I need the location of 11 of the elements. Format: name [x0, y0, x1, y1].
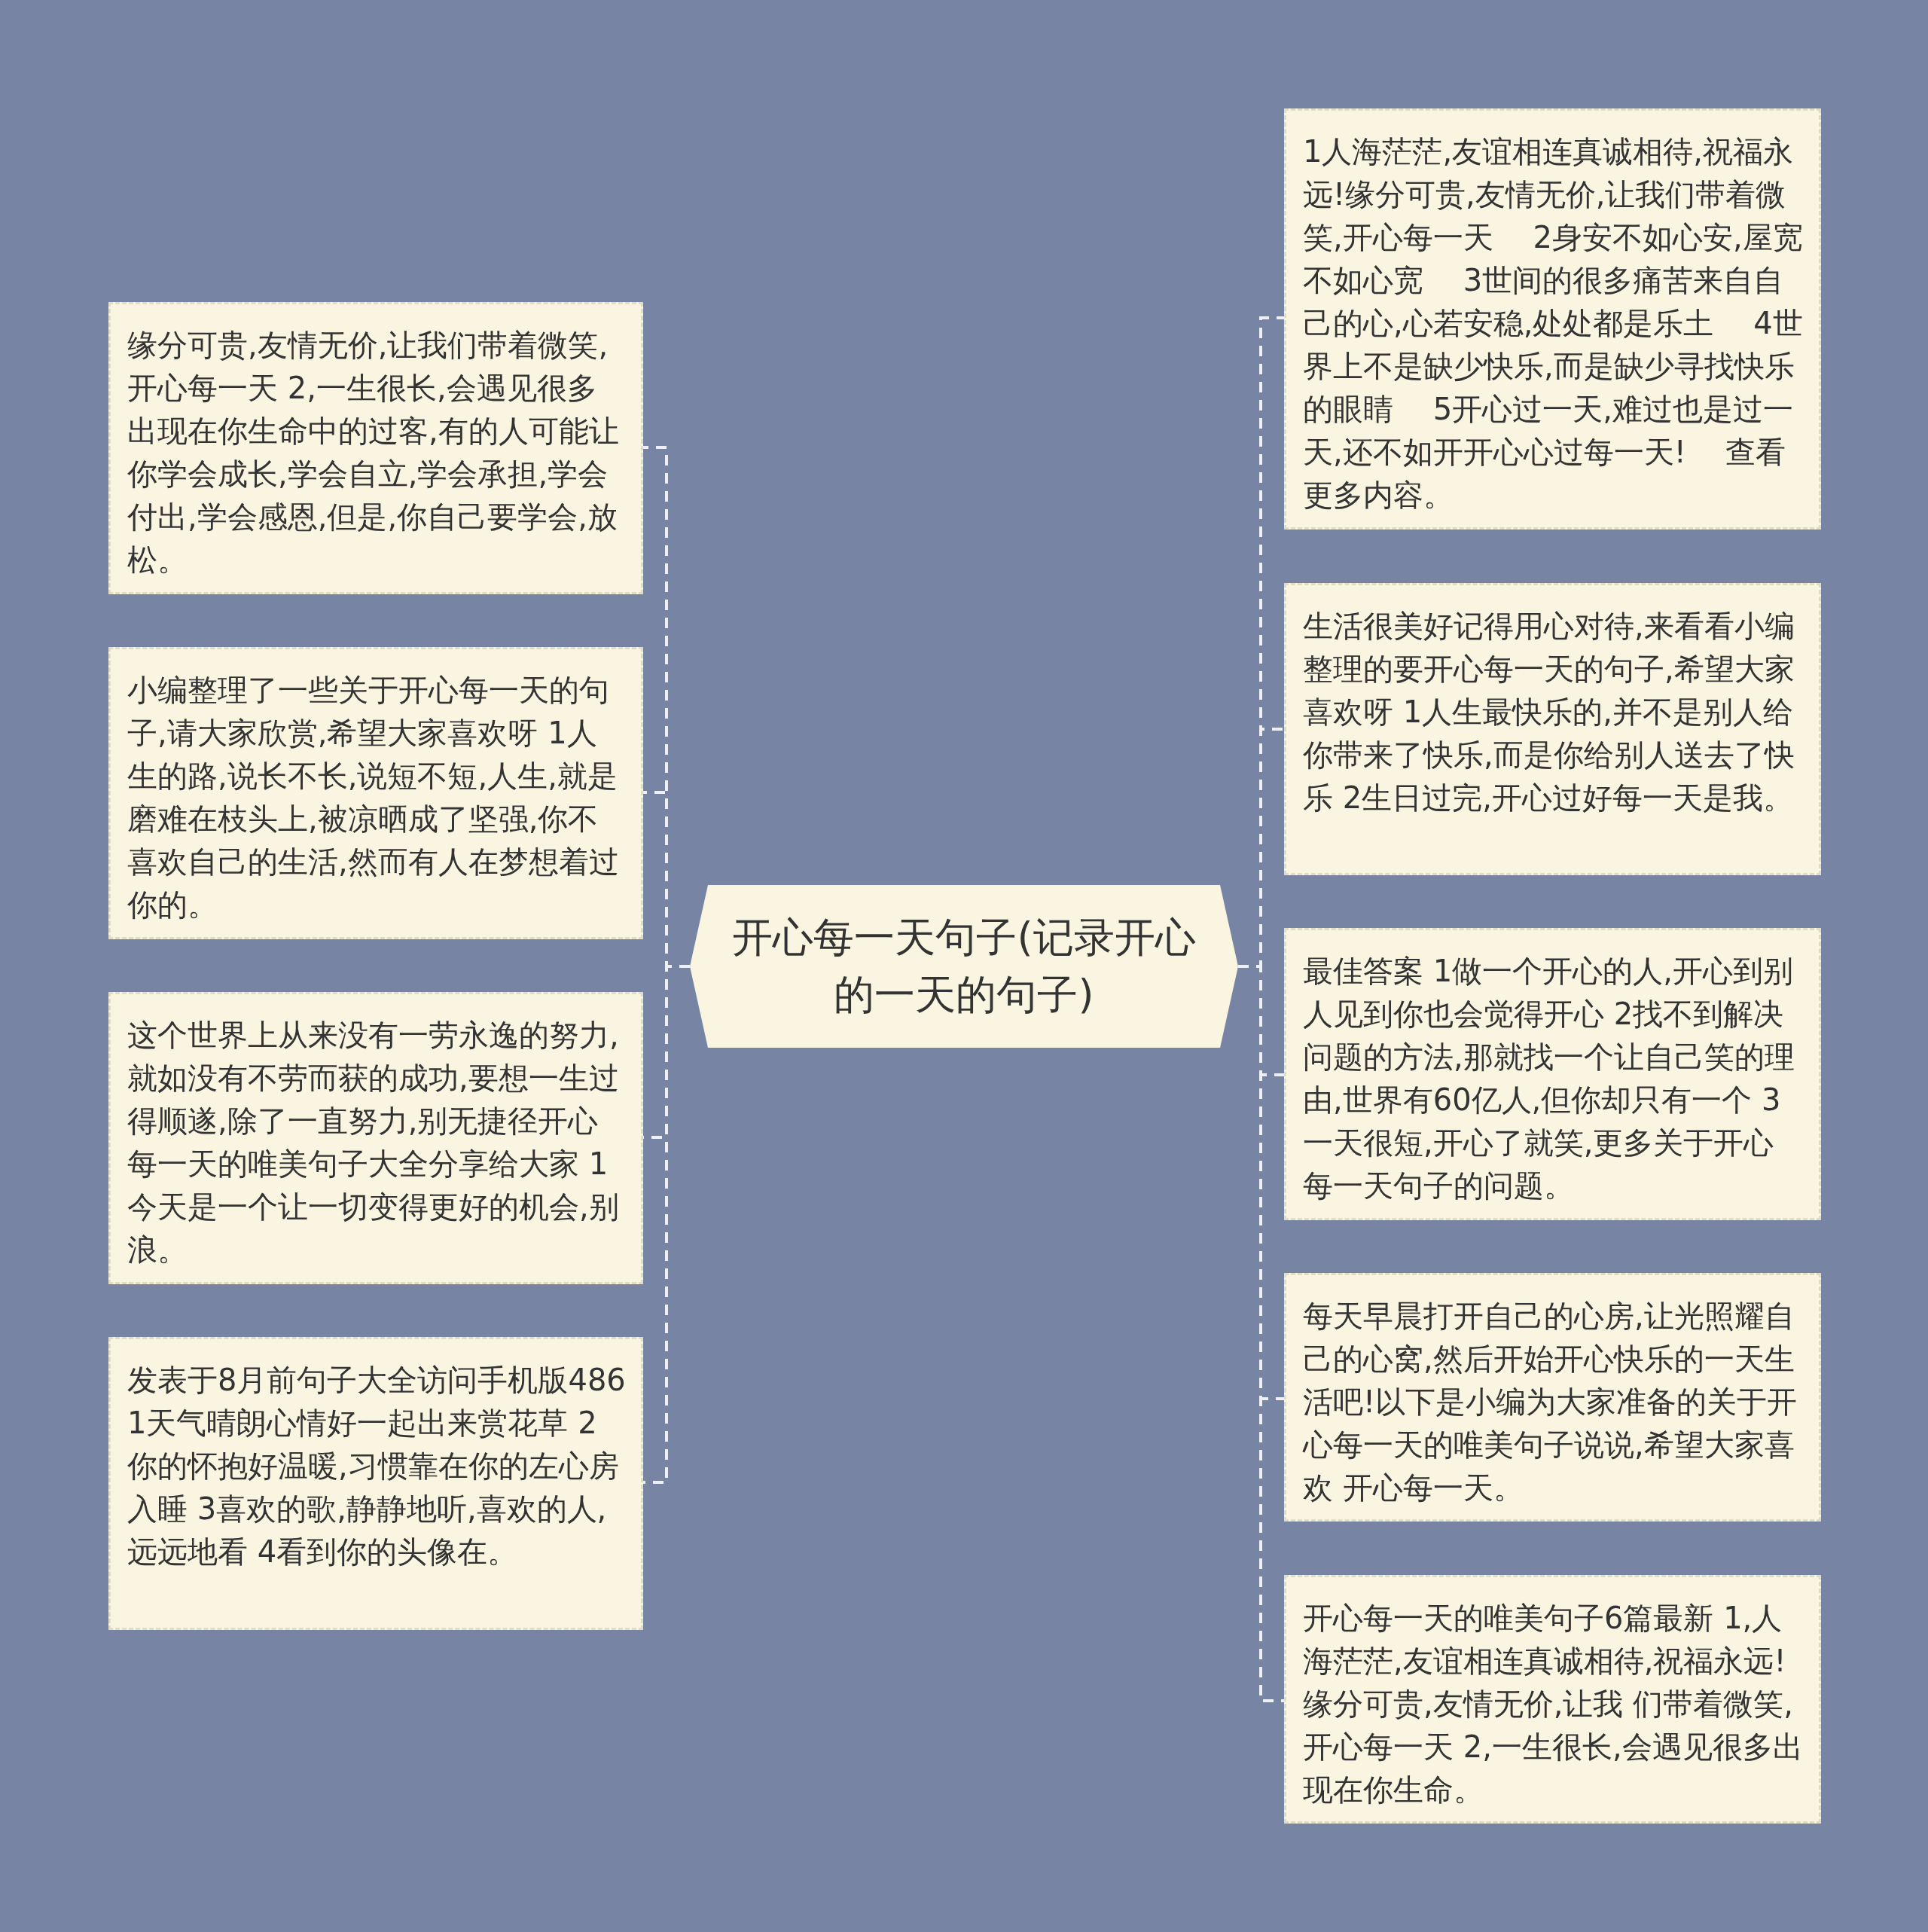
text-card: 小编整理了一些关于开心每一天的句子,请大家欣赏,希望大家喜欢呀 1人生的路,说长不长,说短不短,人生,就是磨难在枝头上,被凉晒成了坚强,你不喜欢自己的生活,然而有人在梦想着过你的。 [108, 647, 643, 939]
text-card: 缘分可贵,友情无价,让我们带着微笑,开心每一天 2,一生很长,会遇见很多出现在你生命中的过客,有的人可能让你学会成长,学会自立,学会承担,学会付出,学会感恩,但是,你自己要学会,放松。 [108, 302, 643, 594]
topic-title: 开心每一天句子(记录开心的一天的句子) [731, 913, 1197, 1020]
text-card: 1人海茫茫,友谊相连真诚相待,祝福永远!缘分可贵,友情无价,让我们带着微笑,开心每一天 2身安不如心安,屋宽不如心宽 3世间的很多痛苦来自自己的心,心若安稳,处处都是乐土 4世界上不是缺少快乐,而是缺少寻找快乐的眼睛 5开心过一天,难过也是过一天,还不如开开心心过每一天! 查看更多内容。 [1284, 108, 1821, 530]
text-card: 每天早晨打开自己的心房,让光照耀自己的心窝,然后开始开心快乐的一天生活吧!以下是小编为大家准备的关于开心每一天的唯美句子说说,希望大家喜欢 开心每一天。 [1284, 1273, 1821, 1521]
text-card: 发表于8月前句子大全访问手机版486 1天气晴朗心情好一起出来赏花草 2你的怀抱好温暖,习惯靠在你的左心房入睡 3喜欢的歌,静静地听,喜欢的人,远远地看 4看到你的头像在。 [108, 1337, 643, 1630]
text-card: 这个世界上从来没有一劳永逸的努力,就如没有不劳而获的成功,要想一生过得顺遂,除了一直努力,别无捷径开心每一天的唯美句子大全分享给大家 1今天是一个让一切变得更好的机会,别浪。 [108, 992, 643, 1284]
text-card: 最佳答案 1做一个开心的人,开心到别人见到你也会觉得开心 2找不到解决问题的方法,那就找一个让自己笑的理由,世界有60亿人,但你却只有一个 3一天很短,开心了就笑,更多关于开心每一天句子的问题。 [1284, 928, 1821, 1220]
text-card: 开心每一天的唯美句子6篇最新 1,人海茫茫,友谊相连真诚相待,祝福永远!缘分可贵,友情无价,让我 们带着微笑,开心每一天 2,一生很长,会遇见很多出现在你生命。 [1284, 1575, 1821, 1824]
text-card: 生活很美好记得用心对待,来看看小编整理的要开心每一天的句子,希望大家喜欢呀 1人生最快乐的,并不是别人给你带来了快乐,而是你给别人送去了快乐 2生日过完,开心过好每一天是我。 [1284, 583, 1821, 875]
topic-hexagon [690, 885, 1238, 1048]
